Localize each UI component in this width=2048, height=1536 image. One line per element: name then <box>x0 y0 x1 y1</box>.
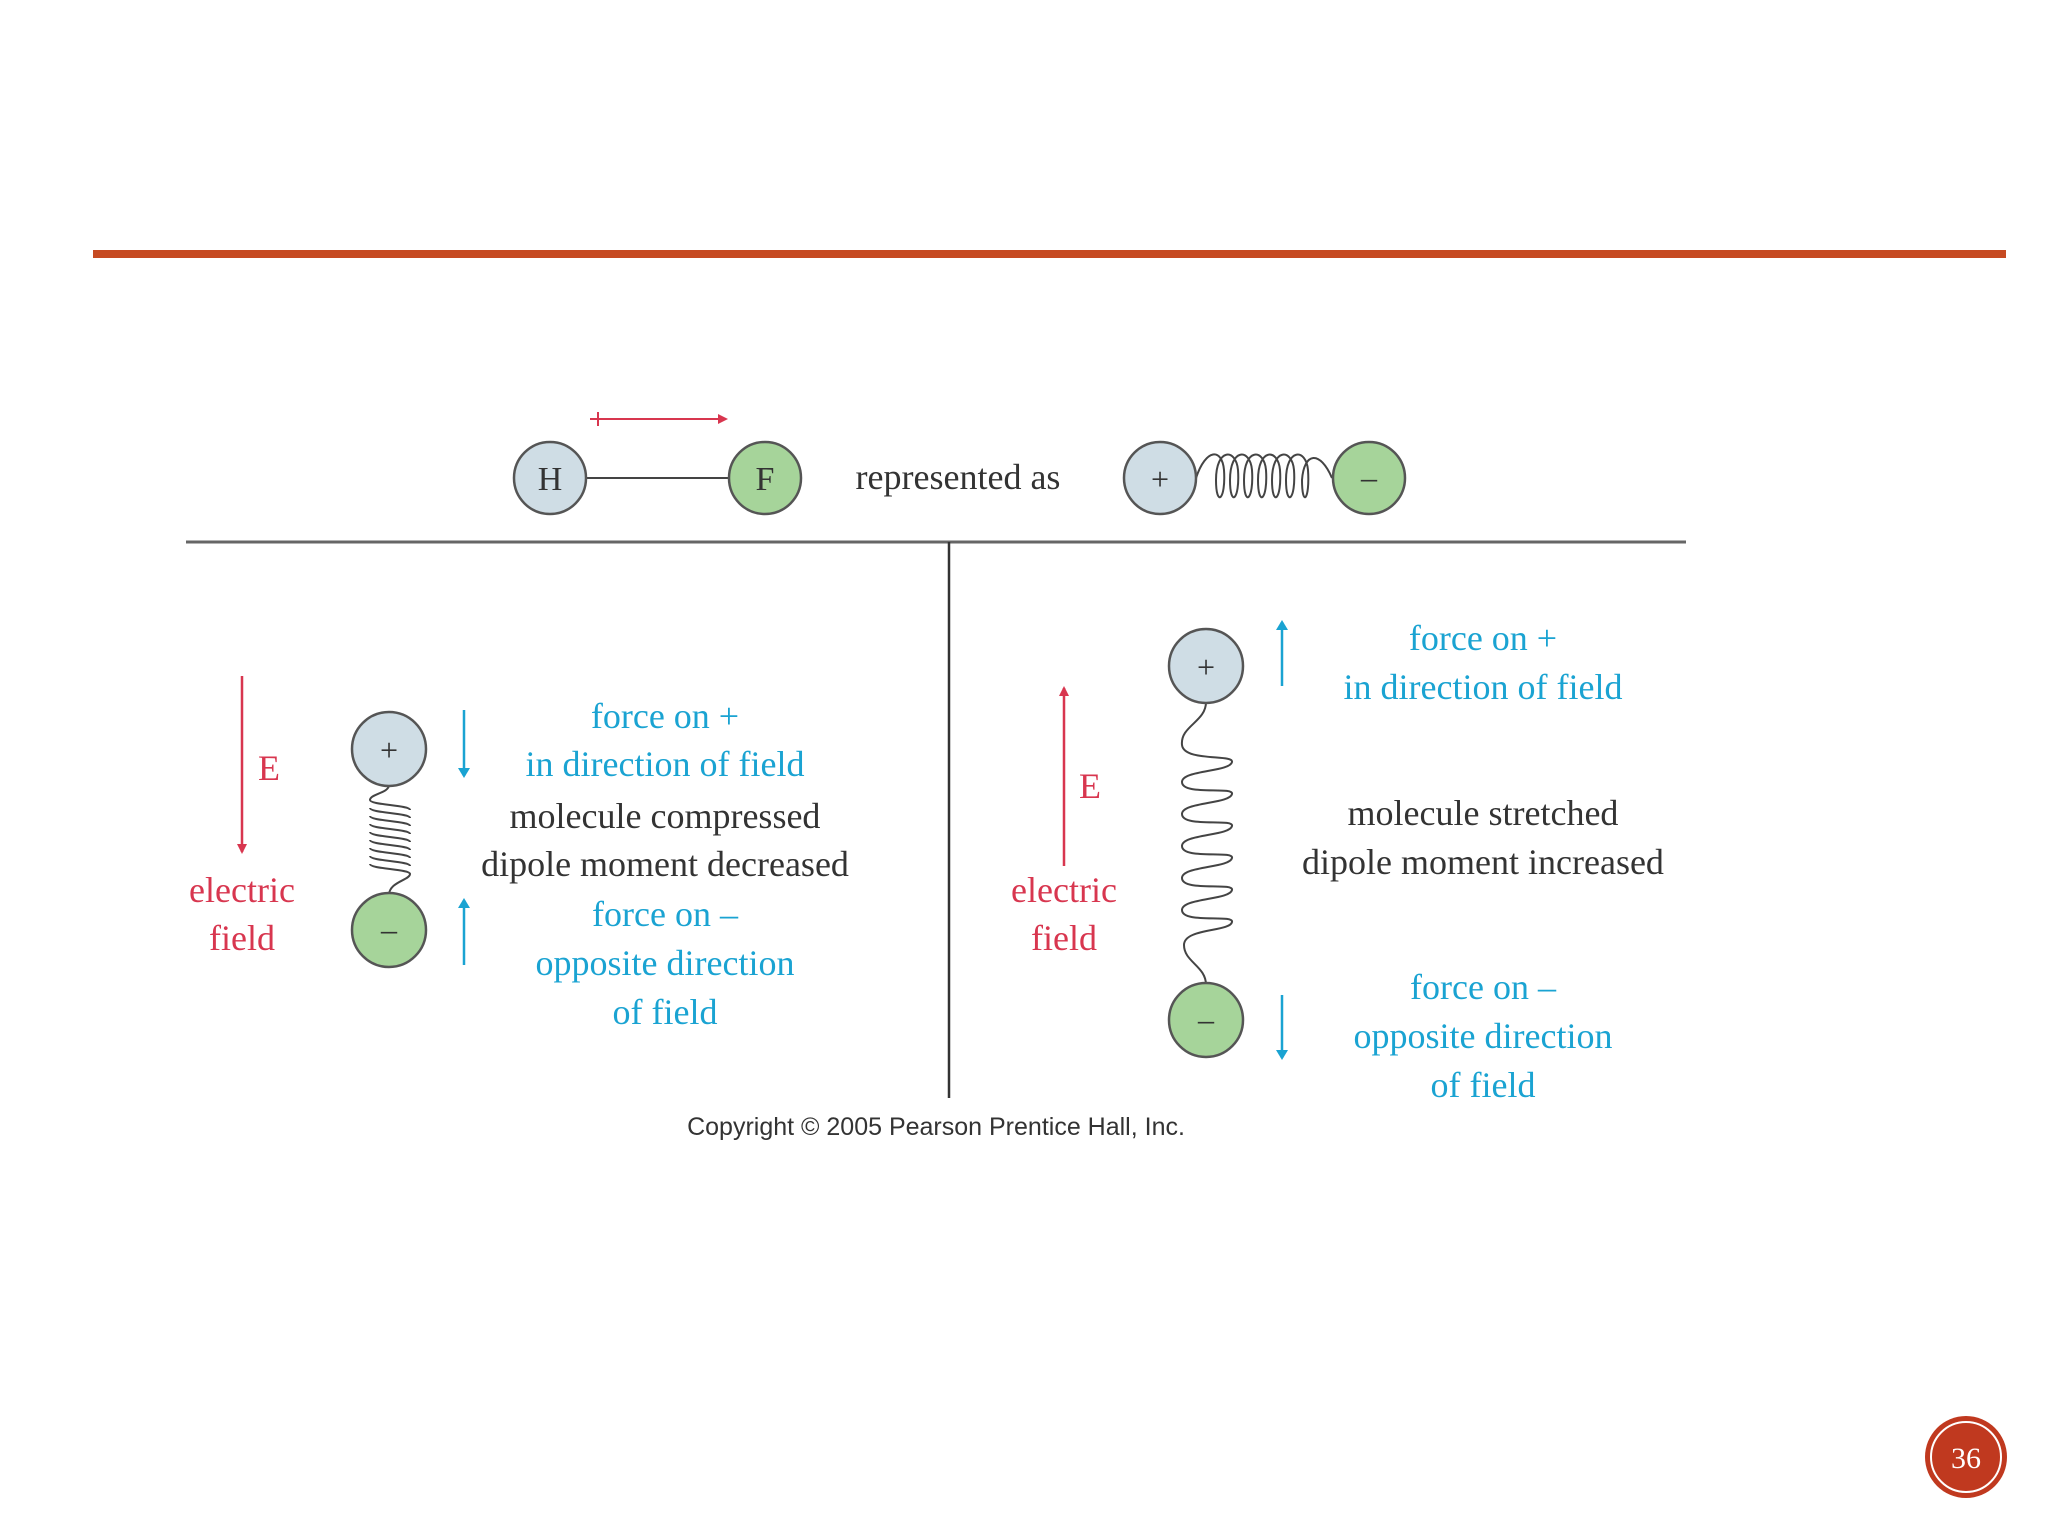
dipole-direction-arrow <box>590 412 728 426</box>
right-force-minus-2: opposite direction <box>1354 1016 1613 1056</box>
top-plus-sign: + <box>1151 461 1169 497</box>
right-state-1: molecule stretched <box>1348 793 1619 833</box>
right-positive-atom: + <box>1167 627 1245 705</box>
left-minus-sign: – <box>380 911 398 947</box>
left-force-plus-2: in direction of field <box>526 744 805 784</box>
left-compressed-spring <box>369 784 411 896</box>
right-state-2: dipole moment increased <box>1302 842 1664 882</box>
top-minus-sign: – <box>1360 459 1378 495</box>
left-plus-sign: + <box>380 732 398 768</box>
left-positive-atom: + <box>350 710 428 788</box>
copyright-text: Copyright © 2005 Pearson Prentice Hall, … <box>687 1113 1185 1141</box>
left-force-plus-1: force on + <box>591 696 739 736</box>
header-rule <box>93 250 2006 258</box>
left-field-label-1: electric <box>189 870 295 910</box>
left-force-minus-1: force on – <box>592 894 739 934</box>
top-spring <box>1195 453 1333 499</box>
left-force-minus-2: opposite direction <box>536 943 795 983</box>
right-field-label-2: field <box>1031 918 1097 958</box>
right-plus-sign: + <box>1197 649 1215 685</box>
fluorine-atom: F <box>727 440 803 516</box>
top-positive-atom: + <box>1122 440 1198 516</box>
page-number: 36 <box>1951 1442 1981 1475</box>
left-field-symbol: E <box>258 748 280 788</box>
fluorine-label: F <box>756 461 775 498</box>
right-field-label-1: electric <box>1011 870 1117 910</box>
left-negative-atom: – <box>350 891 428 969</box>
right-negative-atom: – <box>1167 981 1245 1059</box>
hydrogen-atom: H <box>512 440 588 516</box>
right-force-plus-2: in direction of field <box>1344 667 1623 707</box>
left-state-2: dipole moment decreased <box>481 844 849 884</box>
right-force-minus-1: force on – <box>1410 967 1557 1007</box>
top-negative-atom: – <box>1331 440 1407 516</box>
left-state-1: molecule compressed <box>510 796 821 836</box>
right-stretched-spring <box>1180 701 1234 986</box>
right-force-minus-3: of field <box>1431 1065 1536 1105</box>
page-number-badge: 36 <box>1925 1416 2007 1498</box>
right-field-symbol: E <box>1079 766 1101 806</box>
left-field-label-2: field <box>209 918 275 958</box>
right-minus-sign: – <box>1197 1001 1215 1037</box>
hydrogen-label: H <box>538 461 563 498</box>
right-force-plus-1: force on + <box>1409 618 1557 658</box>
represented-as-text: represented as <box>856 457 1061 497</box>
left-force-minus-3: of field <box>613 992 718 1032</box>
